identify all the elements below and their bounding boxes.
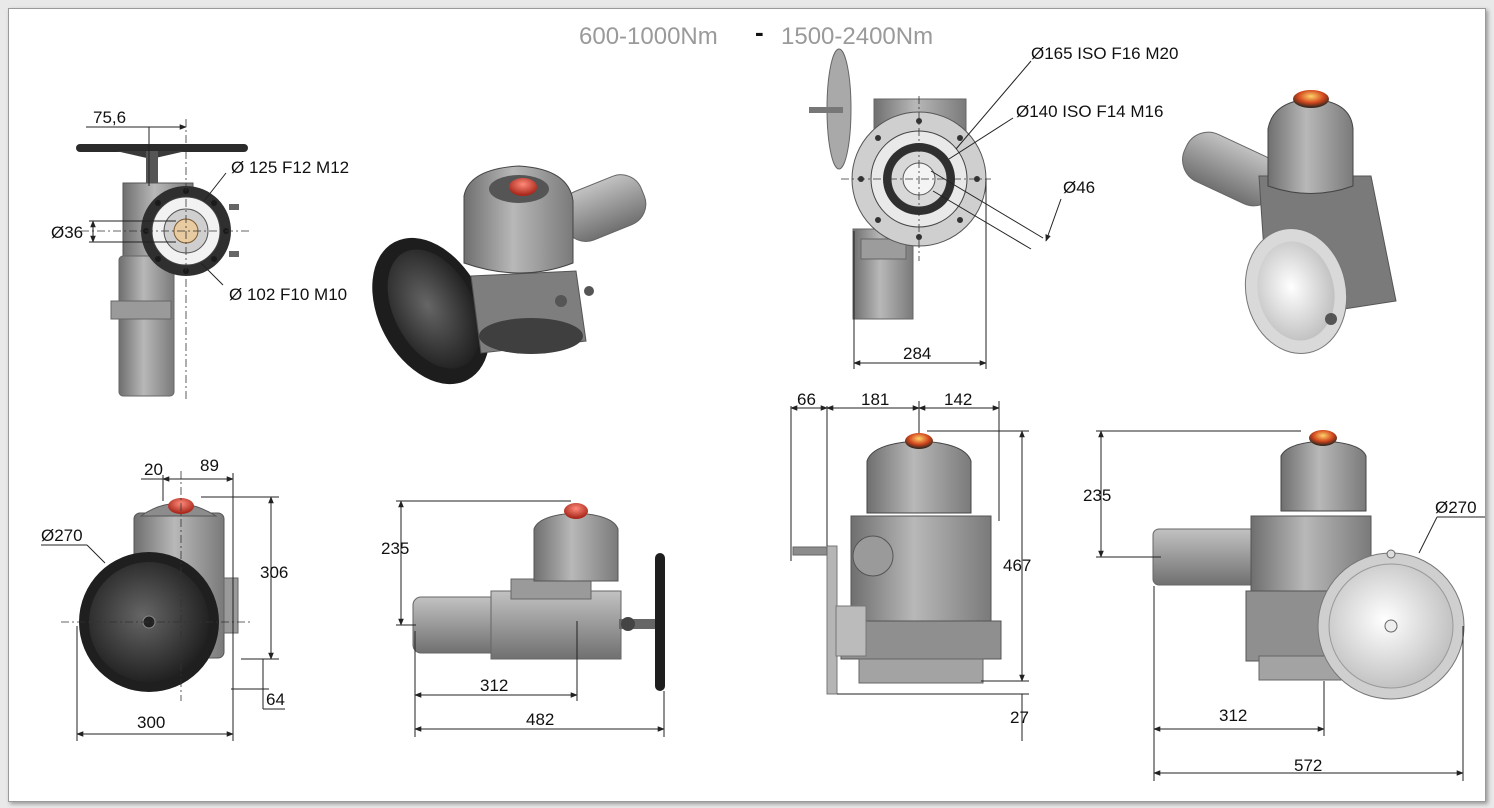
dim-572: 572 [1294,756,1322,775]
dim-300: 300 [137,713,165,732]
dim-181: 181 [861,390,889,409]
dim-27: 27 [1010,708,1029,727]
dim-89: 89 [200,456,219,475]
drawing-frame: 600-1000Nm - 1500-2400Nm [8,8,1486,802]
small-actuator-isometric-view [372,165,647,385]
label-flange-140-f14: Ø140 ISO F14 M16 [1016,102,1163,121]
label-flange-125-f12: Ø 125 F12 M12 [231,158,349,177]
dim-handwheel-270-left: Ø270 [41,526,83,545]
dim-shaft-36: Ø36 [51,223,83,242]
title-right-torque-range: 1500-2400Nm [781,23,934,50]
dim-312-left: 312 [480,676,508,695]
dim-467: 467 [1003,556,1031,575]
dim-64: 64 [266,690,285,709]
dim-shaft-46: Ø46 [1063,178,1095,197]
dimension-drawing-sheet: 75,6 Ø36 Ø 125 F12 M12 Ø 102 F10 M10 [41,44,1485,781]
small-actuator-front-view: 75,6 Ø36 Ø 125 F12 M12 Ø 102 F10 M10 [51,108,349,401]
dim-306: 306 [260,563,288,582]
small-actuator-rear-view: 235 312 482 [381,500,665,737]
title-left-torque-range: 600-1000Nm [579,23,718,50]
dim-312-right: 312 [1219,706,1247,725]
large-actuator-rear-view: 235 Ø270 312 572 [1083,430,1485,781]
dim-235-left: 235 [381,539,409,558]
large-actuator-isometric-view [1182,90,1397,354]
dim-142: 142 [944,390,972,409]
dim-235-right: 235 [1083,486,1111,505]
dim-20: 20 [144,460,163,479]
dim-482: 482 [526,710,554,729]
large-actuator-front-view: Ø165 ISO F16 M20 Ø140 ISO F14 M16 Ø46 28… [809,44,1178,369]
dim-66: 66 [797,390,816,409]
dim-75-6: 75,6 [93,108,126,127]
dim-handwheel-270-right: Ø270 [1435,498,1477,517]
large-actuator-side-view: 66 181 142 467 27 [790,390,1031,741]
small-actuator-side-view: 20 89 306 64 Ø270 300 [41,456,288,741]
label-flange-165-f16: Ø165 ISO F16 M20 [1031,44,1178,63]
dim-284: 284 [903,344,931,363]
label-flange-102-f10: Ø 102 F10 M10 [229,285,347,304]
title-separator: - [755,17,764,47]
